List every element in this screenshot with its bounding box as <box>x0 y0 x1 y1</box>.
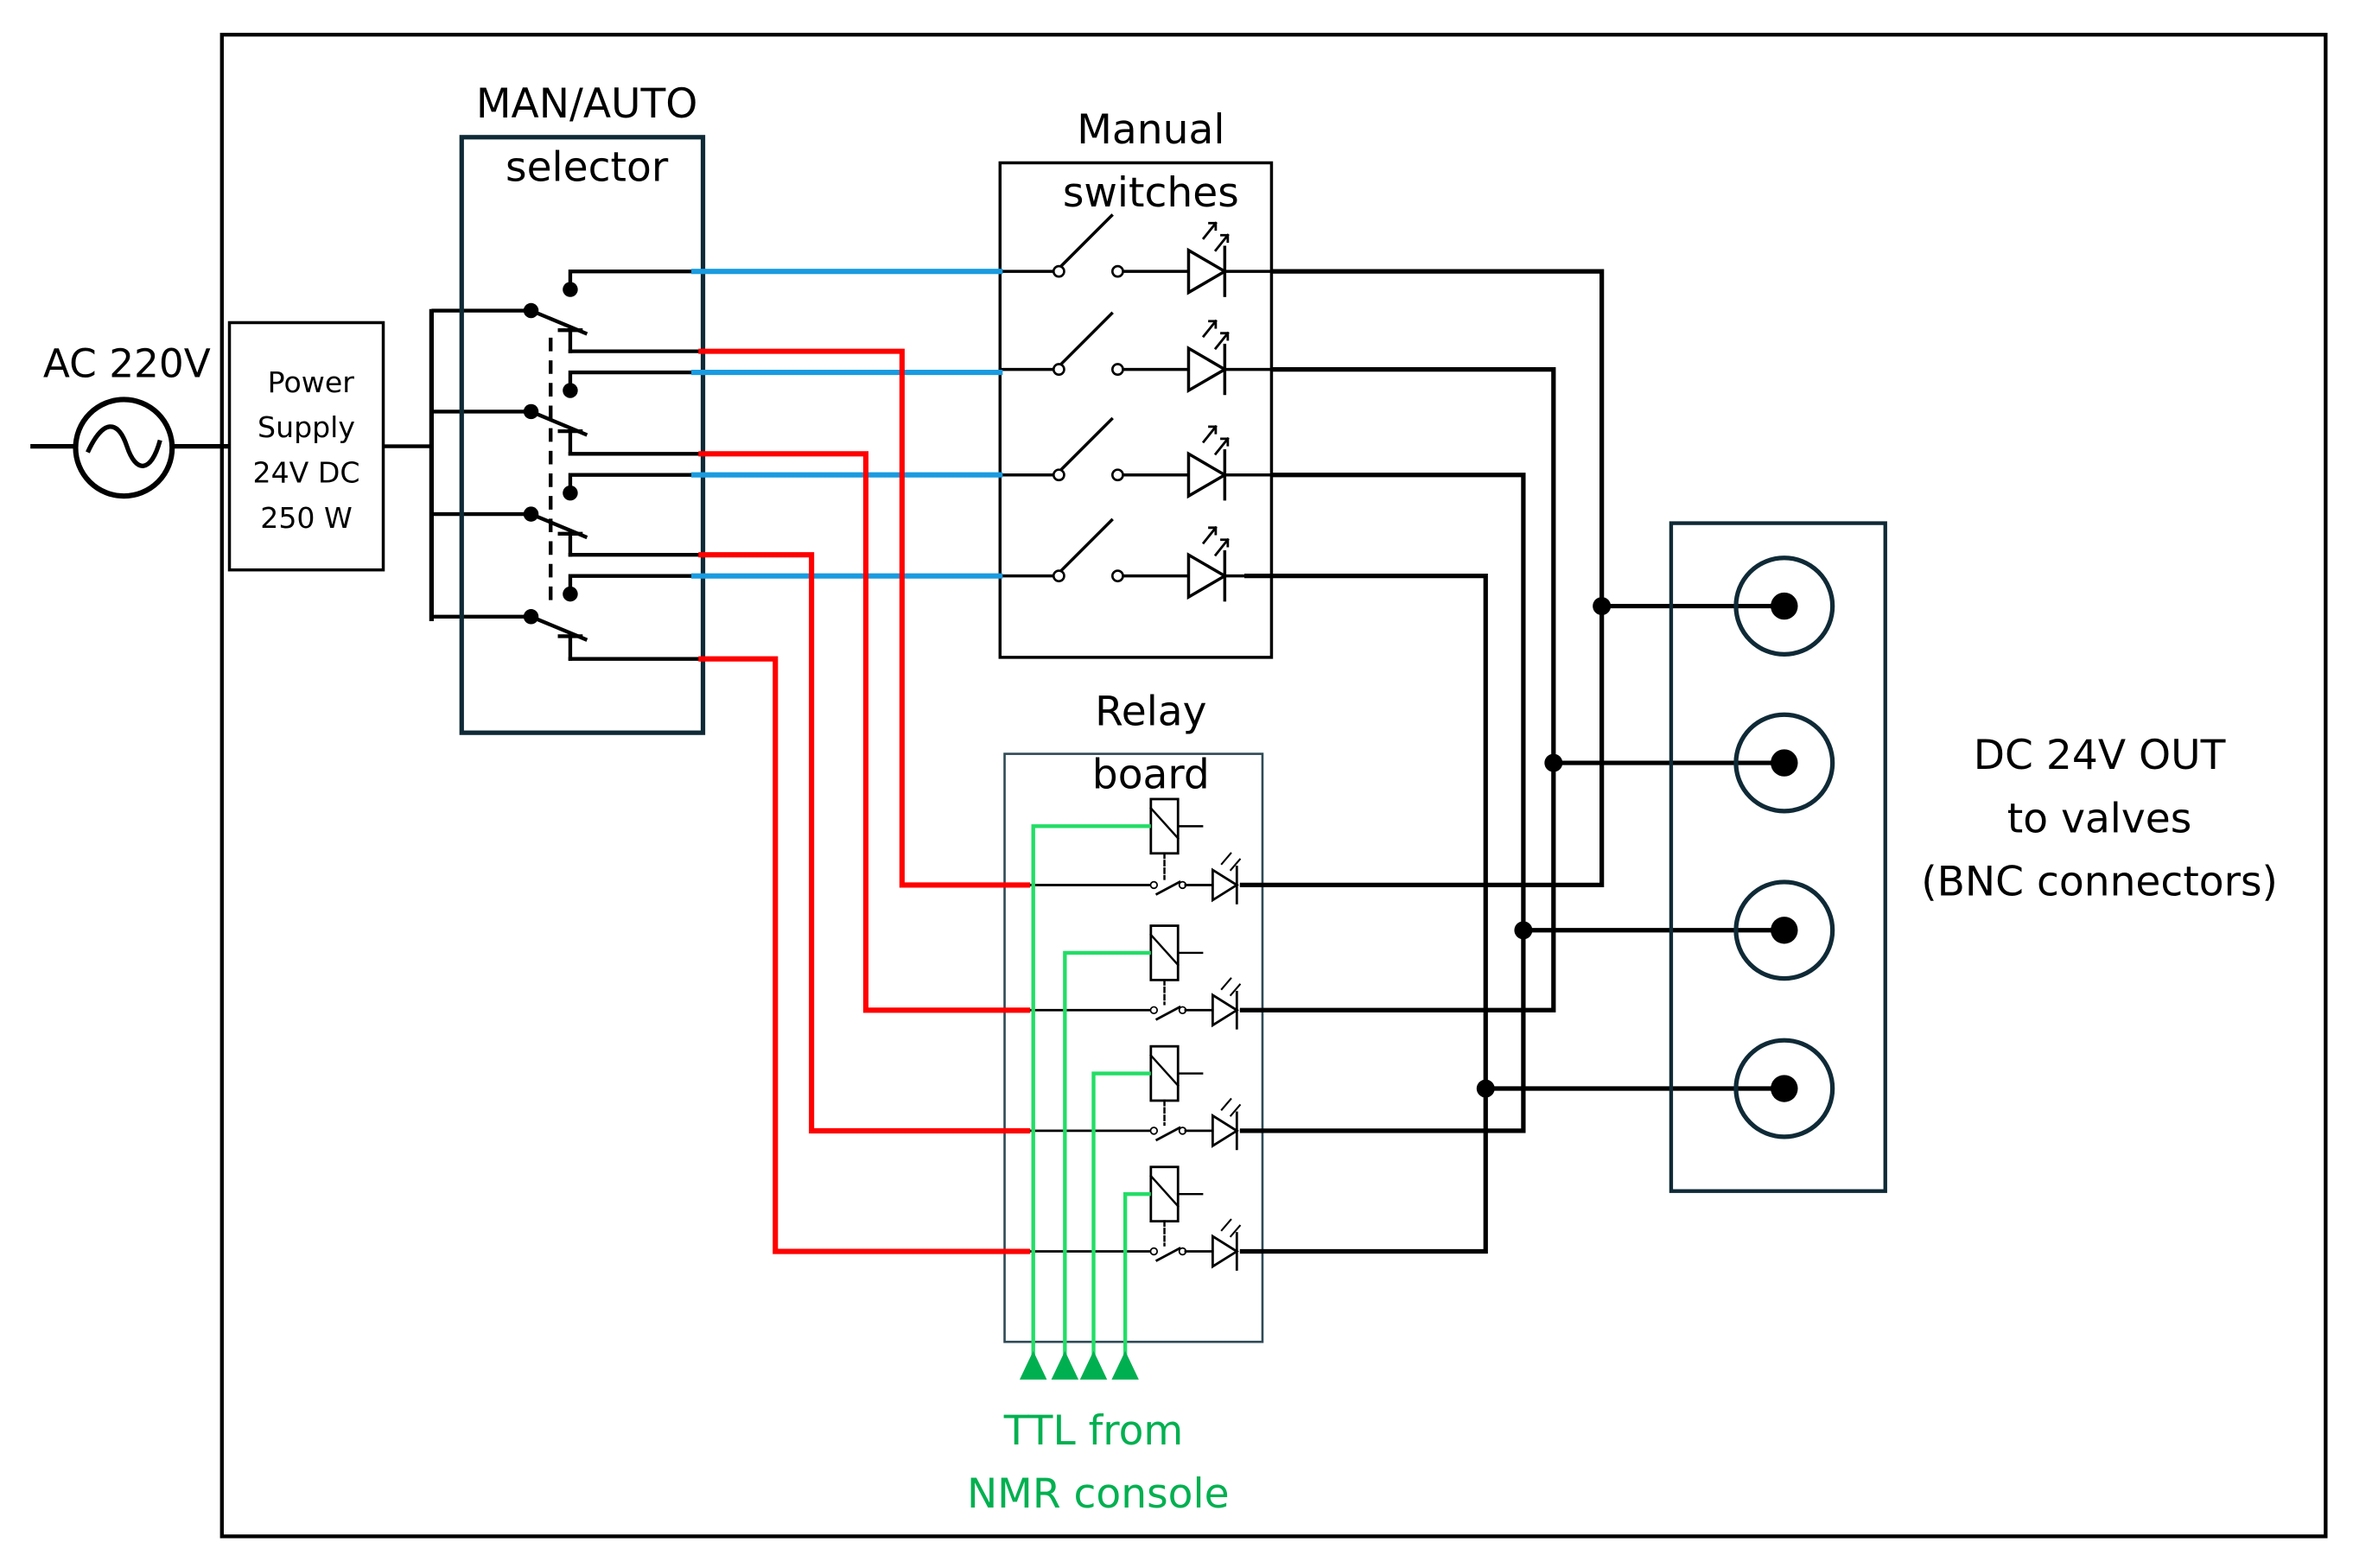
output-wire-manual <box>1239 366 1556 1013</box>
dc-bus <box>429 308 531 622</box>
power-supply-line-2: Supply <box>258 410 355 444</box>
relay-contact-terminal <box>1149 1127 1159 1135</box>
ttl-wire <box>1122 1192 1151 1365</box>
ttl-wire <box>1063 950 1151 1365</box>
relay-contact-terminal <box>1149 1006 1159 1014</box>
relay-coil-icon <box>1149 924 1180 981</box>
relay-channel <box>1028 1165 1242 1271</box>
switch-blade <box>1059 213 1114 268</box>
power-supply-line-4: 250 W <box>260 501 353 535</box>
switch-terminal <box>1052 363 1065 376</box>
led-icon <box>1211 852 1242 905</box>
relay-contact-blade <box>1154 1005 1181 1021</box>
bnc-output-panel: DC 24V OUT to valves (BNC connectors) <box>1669 521 2278 1193</box>
auto-wire <box>698 451 1031 1013</box>
switch-blade <box>1059 517 1114 573</box>
ttl-input-arrow-icon <box>1051 1350 1079 1380</box>
manual-switches-title-line-1: Manual <box>1077 106 1224 154</box>
ttl-wire <box>1091 1071 1151 1365</box>
selector-title-line-2: selector <box>506 143 669 191</box>
ttl-input-arrow-icon <box>1079 1350 1108 1380</box>
led-icon <box>1186 424 1230 501</box>
selector-pole <box>523 370 701 456</box>
selector-pole <box>523 473 701 557</box>
relay-contact-blade <box>1154 1247 1181 1262</box>
manual-switches: Manual switches <box>998 106 1274 659</box>
relay-coil-icon <box>1149 1044 1180 1102</box>
bnc-connector-icon <box>1733 712 1835 814</box>
bnc-connector-icon <box>1733 555 1835 657</box>
relay-board-title-line-2: board <box>1092 752 1210 799</box>
output-wire-manual <box>1239 473 1526 1133</box>
bnc-center-pin <box>1771 592 1798 620</box>
relay-channel <box>1028 924 1242 1030</box>
relay-board-title-line-1: Relay <box>1095 688 1206 735</box>
ttl-input-arrow-icon <box>1020 1350 1047 1380</box>
ttl-label-line-1: TTL from <box>1003 1407 1184 1455</box>
led-icon <box>1211 1097 1242 1151</box>
led-icon <box>1186 319 1230 396</box>
selector-pole <box>523 574 701 661</box>
switch-terminal <box>1111 363 1124 376</box>
switch-terminal <box>1111 264 1124 278</box>
output-wire-manual <box>1239 574 1488 1254</box>
power-supply-line-1: Power <box>268 365 355 399</box>
output-label-line-1: DC 24V OUT <box>1974 732 2226 779</box>
auto-wire <box>698 348 1031 888</box>
manual-switch-channel <box>998 517 1274 602</box>
bnc-connector-icon <box>1733 1038 1835 1139</box>
power-supply: Power Supply 24V DC 250 W <box>227 321 432 572</box>
manual-switch-channel <box>998 311 1274 396</box>
relay-contact-terminal <box>1149 1247 1159 1256</box>
switch-terminal <box>1052 468 1065 482</box>
ac-source-label: AC 220V <box>43 340 211 386</box>
switch-terminal <box>1052 569 1065 583</box>
bnc-center-pin <box>1771 1075 1798 1102</box>
bnc-center-pin <box>1771 917 1798 944</box>
relay-board: Relay board <box>1003 688 1264 1343</box>
relay-coil-icon <box>1149 797 1180 855</box>
output-label-line-3: (BNC connectors) <box>1921 859 2278 906</box>
led-icon <box>1211 977 1242 1030</box>
manual-contact-lead <box>568 473 695 493</box>
led-icon <box>1186 525 1230 602</box>
ttl-label-line-2: NMR console <box>967 1470 1230 1518</box>
auto-wire <box>698 552 1031 1133</box>
ttl-input-arrow-icon <box>1111 1350 1139 1380</box>
bnc-connector-icon <box>1733 879 1835 981</box>
selector-pole <box>523 269 701 353</box>
led-icon <box>1211 1218 1242 1271</box>
switch-terminal <box>1111 569 1124 583</box>
enclosure-frame <box>219 32 2328 1539</box>
ttl-wire <box>1031 824 1151 1365</box>
relay-channel <box>1028 797 1242 905</box>
switch-blade <box>1059 311 1114 366</box>
switch-blade <box>1059 416 1114 472</box>
manual-contact-lead <box>568 269 695 290</box>
manual-switch-channel <box>998 416 1274 501</box>
manual-contact-lead <box>568 370 695 391</box>
relay-contact-blade <box>1154 880 1181 896</box>
man-auto-selector: MAN/AUTO selector <box>459 80 706 735</box>
power-supply-line-3: 24V DC <box>253 455 360 489</box>
bnc-center-pin <box>1771 749 1798 777</box>
manual-switch-channel <box>998 213 1274 297</box>
ttl-inputs: TTL from NMR console <box>967 1350 1230 1518</box>
relay-channel <box>1028 1044 1242 1151</box>
switch-terminal <box>1052 264 1065 278</box>
relay-contact-blade <box>1154 1126 1181 1142</box>
output-wire-manual <box>1239 269 1605 888</box>
manual-switches-title-line-2: switches <box>1063 169 1239 217</box>
output-label-line-2: to valves <box>2007 795 2192 842</box>
relay-contact-terminal <box>1149 880 1159 890</box>
led-icon <box>1186 221 1230 297</box>
manual-contact-lead <box>568 574 695 594</box>
ac-source: AC 220V <box>30 340 230 499</box>
auto-wire <box>698 656 1031 1254</box>
relay-coil-icon <box>1149 1165 1180 1223</box>
switch-terminal <box>1111 468 1124 482</box>
selector-title-line-1: MAN/AUTO <box>476 80 698 128</box>
